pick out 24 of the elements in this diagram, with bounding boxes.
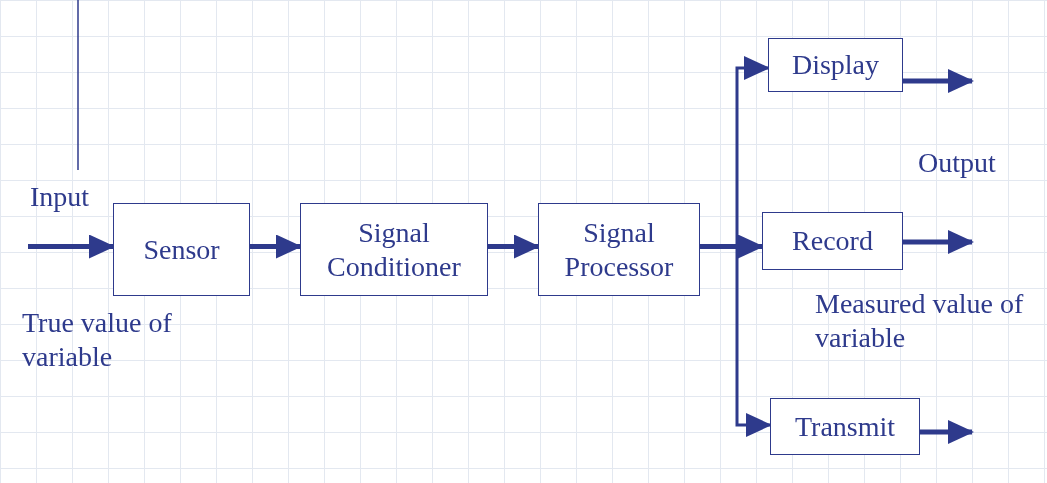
block-box: [762, 212, 903, 270]
annotation-text: Input: [30, 180, 91, 214]
annotation-text: True value of variable: [22, 306, 173, 374]
block-box: [770, 398, 920, 455]
block-label: Display: [791, 48, 880, 82]
arrow: [903, 230, 974, 254]
arrow: [700, 245, 772, 437]
arrow: [700, 234, 764, 259]
block-box: [768, 38, 903, 92]
block-box: [538, 203, 700, 296]
block-label: Record: [792, 224, 873, 258]
block-box: [300, 203, 488, 296]
block-label: Sensor: [143, 232, 220, 267]
arrow: [250, 234, 302, 259]
arrow: [920, 420, 974, 444]
block-label: Signal Processor: [563, 215, 675, 284]
block-label: Transmit: [794, 409, 896, 444]
arrow: [488, 234, 540, 259]
arrow: [28, 234, 115, 259]
block-box: [113, 203, 250, 296]
annotation-text: Measured value of variable: [815, 287, 1025, 355]
arrow: [903, 69, 974, 93]
block-label: Signal Conditioner: [326, 215, 462, 284]
annotation-text: Output: [918, 146, 997, 180]
